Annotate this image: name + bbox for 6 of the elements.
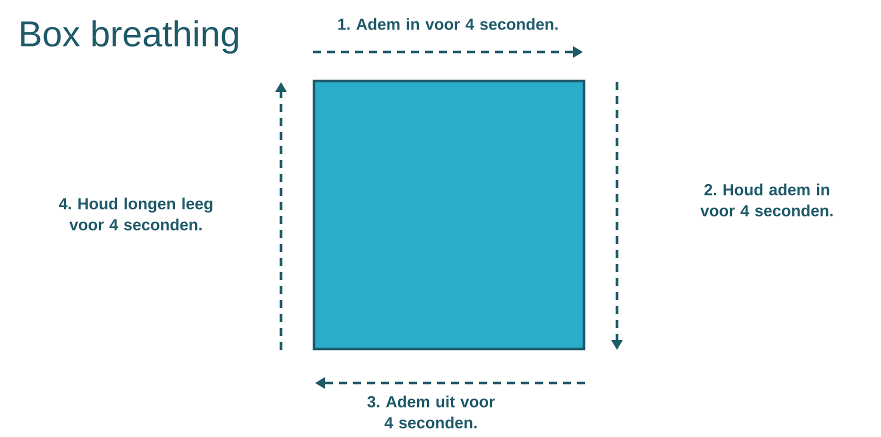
title: Box breathing [21,20,238,54]
step-label: 2. Houd adem in voor 4 seconden. [700,184,833,216]
step-label: 4. Houd longen leeg voor 4 seconden. [58,198,212,230]
square-box [312,80,586,350]
step-label: 3. Adem uit voor 4 seconden. [367,396,495,428]
step-label: 1. Adem in voor 4 seconden. [338,18,558,30]
